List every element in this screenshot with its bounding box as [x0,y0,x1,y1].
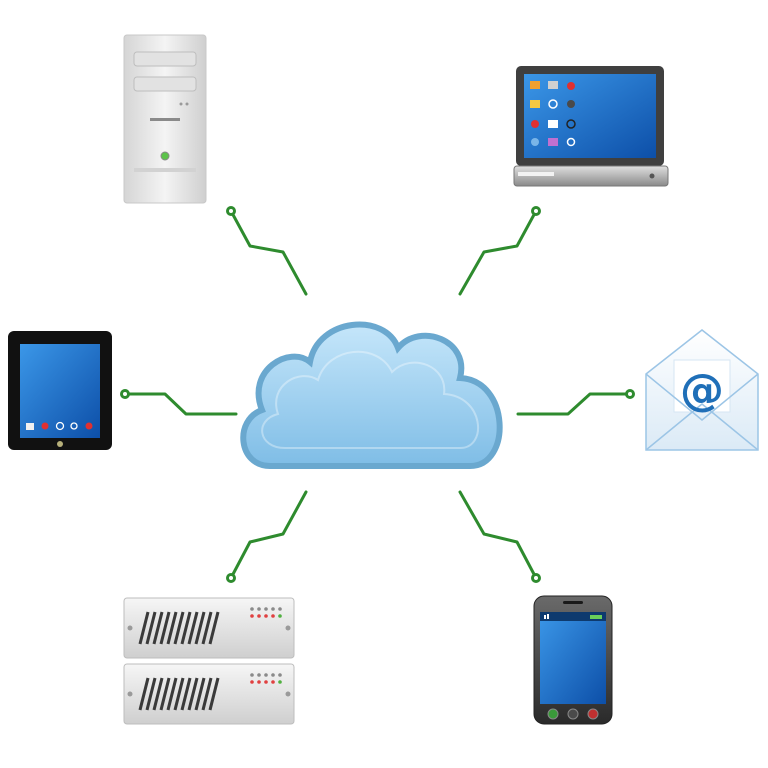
smartphone-icon [533,595,613,725]
tablet-dock-icons [26,421,93,431]
connector-email [516,392,632,416]
connector-phone-end [531,573,541,583]
tablet-icon [8,331,112,450]
connector-tablet [123,392,238,416]
connector-tower-end [226,206,236,216]
at-symbol: @ [680,365,724,416]
rack-vent-bottom [138,677,220,711]
laptop-icon [513,66,669,187]
rack-vent-top [138,611,220,645]
connector-tablet-end [120,389,130,399]
cloud-icon [240,321,503,469]
connector-email-end [625,389,635,399]
connector-rack [229,490,308,580]
connector-phone [458,490,538,580]
laptop-desktop-icons [530,81,576,147]
connector-laptop-end [531,206,541,216]
email-envelope-icon: @ [645,329,759,451]
rack-status-leds [250,607,282,684]
connector-laptop [458,209,538,296]
connector-tower [229,209,308,296]
connector-rack-end [226,573,236,583]
rack-server-icon [123,597,295,725]
connectors [120,206,635,583]
desktop-tower-icon [123,34,207,204]
